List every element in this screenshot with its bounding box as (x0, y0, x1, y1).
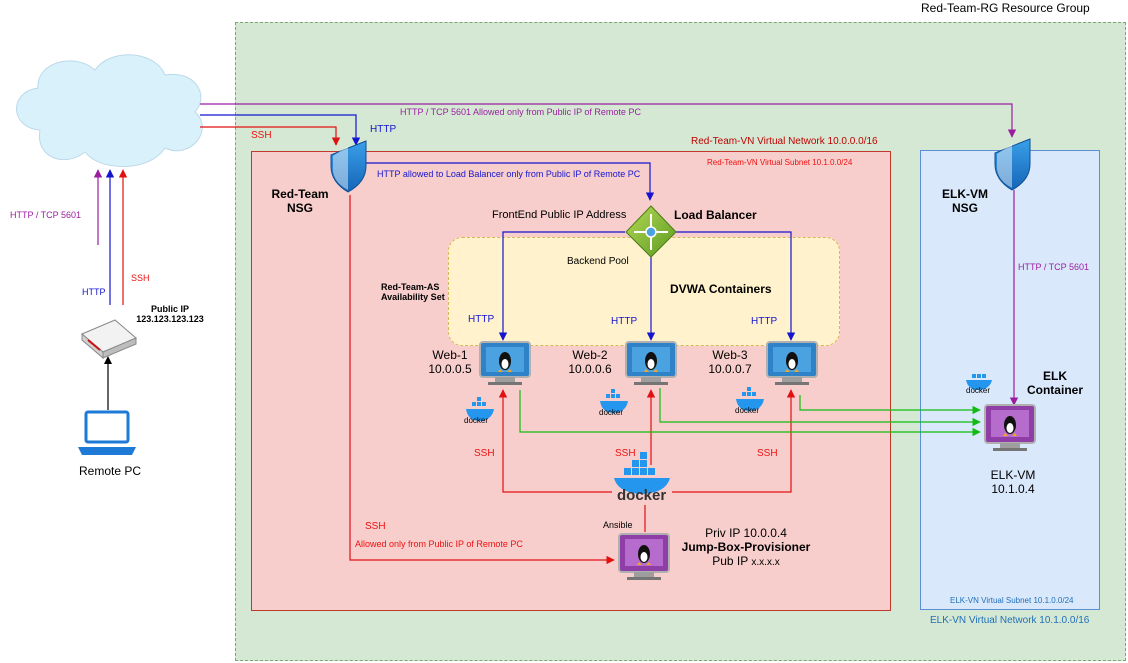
cloud-icon (16, 54, 203, 168)
elk-vm-icon (984, 404, 1036, 451)
jumpbox-vm-icon (618, 533, 670, 580)
docker-whale-icon (600, 389, 628, 413)
docker-whale-icon (736, 387, 764, 411)
load-balancer-icon (625, 205, 677, 258)
edge-label-http-web3: HTTP (751, 316, 778, 327)
docker-label-web3: docker (735, 406, 760, 415)
docker-whale-icon (466, 397, 494, 421)
edge-label-ssh-allowed: Allowed only from Public IP of Remote PC (355, 539, 523, 549)
edge-label-ssh-web2: SSH (615, 448, 636, 459)
elk-nsg-shield-icon (994, 138, 1031, 191)
docker-label-jumpbox: docker (617, 487, 667, 504)
edge-label-http-tcp-remote: HTTP / TCP 5601 (10, 210, 82, 220)
docker-label-elk: docker (966, 386, 991, 395)
backend-pool-box (448, 237, 840, 346)
load-balancer-label: Load Balancer (674, 208, 757, 222)
edge-label-ssh-nsg: SSH (251, 130, 272, 141)
remote-pc-label: Remote PC (78, 464, 142, 478)
web3-vm-icon (766, 341, 818, 385)
web1-vm-icon (479, 341, 531, 385)
edge-label-ssh-web1: SSH (474, 448, 495, 459)
docker-whale-icon (966, 374, 992, 390)
docker-whale-large-icon (614, 452, 670, 494)
red-subnet-label: Red-Team-VN Virtual Subnet 10.1.0.0/24 (707, 158, 853, 167)
dvwa-containers-label: DVWA Containers (670, 282, 772, 296)
elk-vnet-label: ELK-VN Virtual Network 10.1.0.0/16 (930, 615, 1090, 626)
edge-label-ssh-remote: SSH (131, 273, 150, 283)
docker-label-web2: docker (599, 408, 624, 417)
elk-vnet-box (920, 150, 1100, 610)
red-vnet-label: Red-Team-VN Virtual Network 10.0.0.0/16 (691, 136, 878, 147)
edge-label-ssh-jumpbox: SSH (365, 521, 386, 532)
elk-subnet-label: ELK-VN Virtual Subnet 10.1.0.0/24 (950, 596, 1074, 605)
edge-label-http-nsg: HTTP (370, 124, 397, 135)
resource-group-label: Red-Team-RG Resource Group (921, 1, 1090, 15)
edge-label-http-tcp-top: HTTP / TCP 5601 Allowed only from Public… (400, 107, 641, 117)
edge-label-http-tcp-elk: HTTP / TCP 5601 (1018, 262, 1090, 272)
edge-label-http-lb: HTTP allowed to Load Balancer only from … (377, 169, 641, 179)
ansible-label: Ansible (603, 520, 633, 530)
frontend-ip-label: FrontEnd Public IP Address (492, 209, 627, 221)
router-icon (81, 319, 137, 360)
laptop-icon (78, 410, 136, 455)
red-team-nsg-shield-icon (330, 140, 367, 193)
web2-vm-icon (625, 341, 677, 385)
edge-label-http-remote: HTTP (82, 287, 106, 297)
docker-label-web1: docker (464, 416, 489, 425)
edge-label-ssh-web3: SSH (757, 448, 778, 459)
edge-label-http-web1: HTTP (468, 314, 495, 325)
edge-label-http-web2: HTTP (611, 316, 638, 327)
backend-pool-label: Backend Pool (567, 256, 629, 267)
